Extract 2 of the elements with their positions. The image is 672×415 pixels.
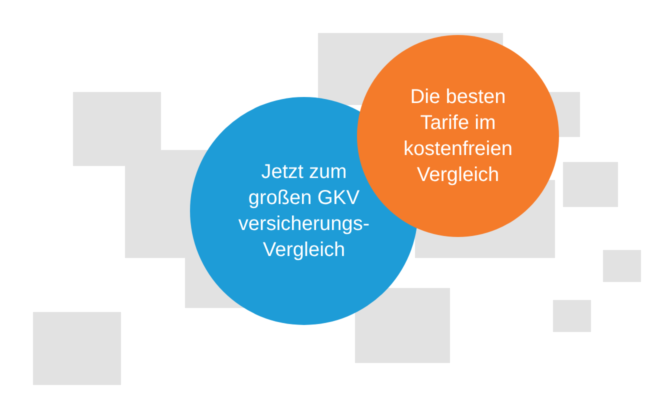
circle-label: Jetzt zum großen GKV versicherungs-Vergleich	[237, 160, 371, 263]
circle-label: Die besten Tarife im kostenfreien Vergleich	[402, 85, 514, 188]
